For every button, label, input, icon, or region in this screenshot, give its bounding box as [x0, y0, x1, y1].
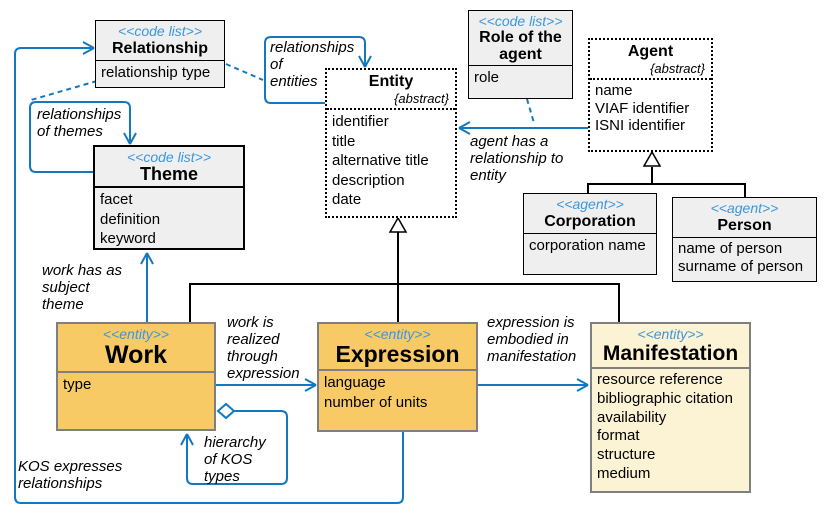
class-corporation: <<agent>> Corporation corporation name — [523, 193, 657, 275]
attribute-row: identifier — [332, 113, 389, 130]
generalization-agent-tree — [587, 150, 746, 197]
attribute-list: language number of units — [319, 369, 476, 430]
association-agent-has-relationship-to-entity — [458, 121, 588, 135]
generalization-entity-tree — [189, 216, 620, 322]
attribute-row: corporation name — [529, 237, 646, 254]
stereotype-label: <<entity>> — [364, 326, 431, 342]
stereotype-label: <<agent>> — [710, 200, 779, 216]
class-name: Expression — [335, 341, 460, 367]
attribute-row: language — [324, 374, 386, 391]
attribute-list: corporation name — [524, 233, 656, 274]
stereotype-label: <<code list>> — [478, 13, 563, 29]
attribute-row: bibliographic citation — [597, 389, 733, 407]
label-work-is-realized-through-expression: work is realized through expression — [227, 314, 300, 382]
label-agent-has-relationship-to-entity: agent has a relationship to entity — [470, 133, 564, 184]
class-work: <<entity>> Work type — [56, 322, 216, 431]
association-relationships-of-entities — [264, 36, 372, 104]
generalization-triangle-entity — [388, 216, 408, 233]
label-hierarchy-of-kos-types: hierarchy of KOS types — [204, 434, 266, 485]
stereotype-label: <<entity>> — [637, 326, 704, 342]
attribute-row: VIAF identifier — [595, 99, 690, 117]
attribute-row: structure — [597, 446, 656, 464]
attribute-list: identifier title alternative title descript… — [327, 108, 455, 216]
attribute-row: name of person — [678, 240, 783, 257]
attribute-row: availability — [597, 408, 667, 426]
stereotype-label: <<agent>> — [556, 196, 624, 212]
attribute-row: medium — [597, 464, 651, 482]
attribute-row: title — [332, 132, 356, 150]
attribute-row: role — [474, 69, 500, 86]
association-work-realized-through-expression — [216, 378, 317, 392]
class-name: Corporation — [544, 213, 636, 230]
class-name: Manifestation — [602, 342, 739, 365]
association-work-has-subject-theme — [140, 252, 154, 322]
class-name: Theme — [139, 164, 199, 184]
aggregation-diamond — [216, 402, 236, 420]
attribute-row: keyword — [100, 230, 156, 247]
label-relationships-of-themes: relationships of themes — [37, 106, 122, 140]
class-expression: <<entity>> Expression language number of … — [317, 322, 478, 432]
class-name: Relationship — [111, 40, 208, 57]
attribute-row: date — [332, 191, 362, 208]
attribute-row: format — [597, 427, 640, 445]
abstract-modifier: {abstract} — [650, 61, 705, 76]
label-relationships-of-entities: relationships of entities — [270, 39, 355, 90]
label-kos-expresses-relationships: KOS expresses relationships — [18, 458, 123, 492]
attribute-row: resource reference — [597, 371, 723, 388]
attribute-row: type — [63, 376, 92, 393]
label-work-has-as-subject-theme: work has as subject theme — [42, 262, 123, 313]
abstract-modifier: {abstract} — [394, 91, 449, 106]
class-entity: Entity {abstract} identifier title alterna… — [325, 68, 457, 218]
attribute-list: type — [58, 371, 214, 429]
stereotype-label: <<entity>> — [102, 326, 170, 342]
attribute-row: surname of person — [678, 258, 804, 275]
attribute-list: role — [469, 65, 572, 98]
class-theme: <<code list>> Theme facet definition keywo… — [93, 145, 245, 250]
attribute-row: ISNI identifier — [595, 117, 686, 134]
class-name: Work — [104, 341, 168, 369]
class-name: Person — [717, 217, 772, 234]
generalization-triangle-agent — [642, 150, 662, 167]
association-expression-embodied-in-manifestation — [478, 378, 589, 392]
dependency-dashed-lines — [30, 63, 535, 124]
attribute-row: facet — [100, 191, 133, 208]
stereotype-label: <<code list>> — [126, 149, 212, 165]
attribute-row: definition — [100, 210, 161, 228]
association-kos-expresses-relationships — [14, 41, 404, 504]
attribute-row: relationship type — [101, 64, 211, 81]
label-expression-is-embodied-in-manifestation: expression is embodied in manifestation — [487, 314, 577, 365]
class-name: Role of the agent — [479, 29, 562, 63]
attribute-list: relationship type — [96, 60, 224, 87]
attribute-list: facet definition keyword — [95, 186, 243, 248]
attribute-row: name — [595, 82, 633, 99]
class-name: Entity — [368, 73, 414, 90]
attribute-row: alternative title — [332, 152, 429, 169]
association-relationships-of-themes — [29, 101, 137, 173]
attribute-row: description — [332, 171, 405, 189]
class-role-of-the-agent: <<code list>> Role of the agent role — [468, 10, 573, 99]
class-name: Agent — [627, 43, 674, 60]
stereotype-label: <<code list>> — [117, 23, 203, 39]
association-hierarchy-of-kos-types — [180, 402, 288, 485]
class-relationship: <<code list>> Relationship relationship … — [95, 20, 225, 88]
attribute-row: number of units — [324, 393, 428, 411]
class-manifestation: <<entity>> Manifestation resource refere… — [590, 322, 751, 493]
